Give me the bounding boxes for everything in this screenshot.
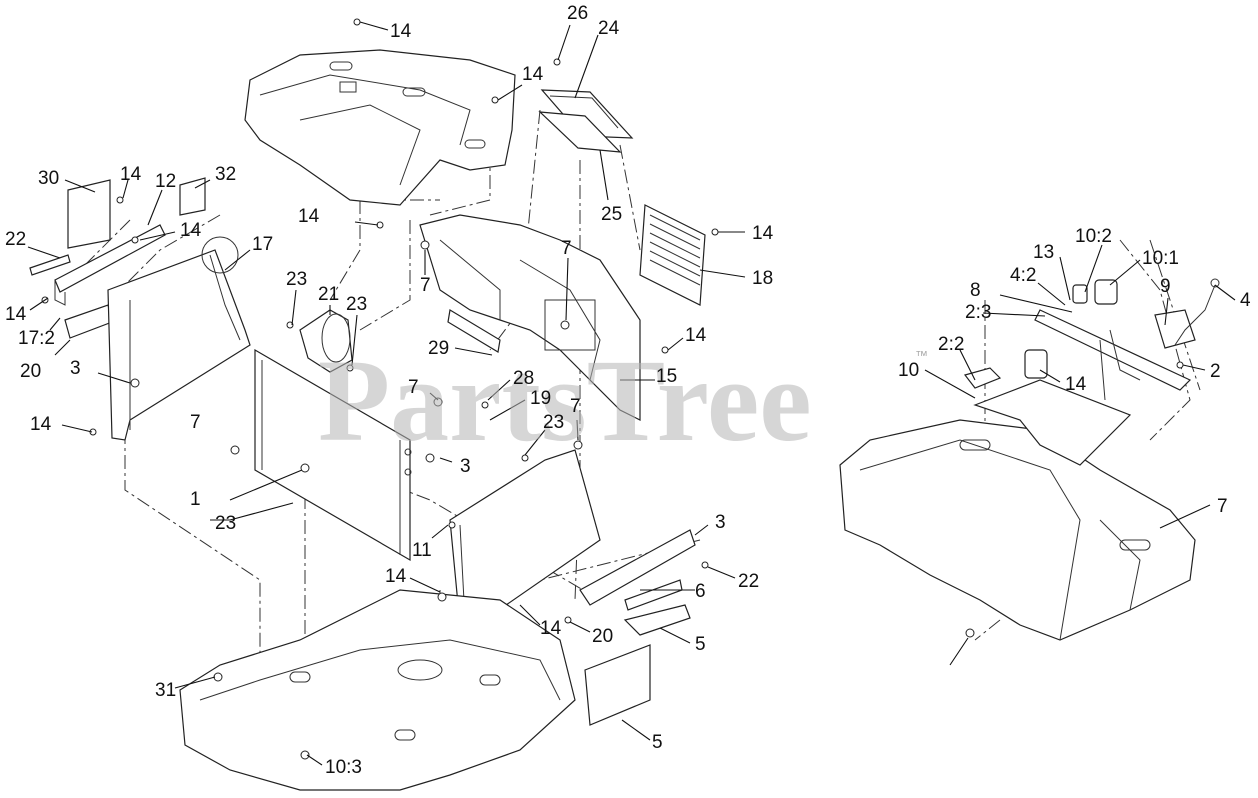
callout-label: 4	[1240, 290, 1251, 311]
callout-label: 7	[561, 238, 572, 259]
callout-label: 31	[155, 680, 176, 701]
part-decal-20-left	[64, 304, 113, 339]
callout-label: 4:2	[1010, 265, 1036, 286]
part-decal-31	[584, 644, 651, 726]
callout-label: 17:2	[18, 328, 55, 349]
callout-label: 7	[420, 275, 431, 296]
callout-label: 13	[1033, 242, 1054, 263]
callout-label: 20	[20, 361, 41, 382]
part-decal-30	[67, 179, 111, 249]
callout-label: 3	[70, 358, 81, 379]
callout-label: 5	[695, 634, 706, 655]
part-rear-panel-1	[254, 348, 411, 562]
callout-label: 23	[215, 513, 236, 534]
callout-label: 32	[215, 164, 236, 185]
callout-labels: 14 26 24 14 30 14 12 32 22 14 17 14 17:2…	[5, 3, 1251, 778]
callout-label: 8	[970, 280, 981, 301]
part-hood-2	[839, 419, 1196, 641]
callout-label: 15	[656, 366, 677, 387]
part-decal-22-right	[624, 579, 683, 611]
callout-label: 11	[412, 540, 432, 561]
callout-label: 14	[752, 223, 774, 244]
part-bracket-19	[447, 309, 501, 353]
callout-label: 10:1	[1142, 248, 1179, 269]
callout-label: 3	[715, 512, 726, 533]
part-switch-13	[1094, 279, 1118, 305]
callout-label: 29	[428, 338, 449, 359]
callout-label: 14	[540, 618, 562, 639]
callout-label: 7	[190, 412, 201, 433]
callout-label: 23	[543, 412, 564, 433]
callout-label: 19	[530, 388, 551, 409]
part-frame	[179, 589, 576, 791]
callout-label: 14	[180, 220, 202, 241]
callout-label: 2:2	[938, 334, 964, 355]
part-cover-8	[1154, 309, 1196, 349]
part-bracket-11	[579, 529, 696, 606]
part-decal-22-left	[29, 254, 71, 276]
callout-label: 23	[346, 294, 367, 315]
part-upper-console-cover	[244, 49, 516, 206]
part-side-panel-17	[107, 249, 251, 441]
callout-label: 14	[1065, 374, 1087, 395]
callout-label: 7	[1217, 496, 1228, 517]
part-decal-32	[179, 177, 206, 216]
part-cable-9	[1174, 284, 1216, 346]
callout-label: 14	[30, 414, 52, 435]
part-decal-20-right	[623, 604, 691, 636]
part-connector-10-3	[1072, 284, 1088, 304]
callout-label: 14	[390, 21, 412, 42]
part-mid-panel-15	[419, 214, 641, 421]
callout-label: 22	[738, 571, 759, 592]
callout-label: 14	[385, 566, 407, 587]
callout-label: 6	[695, 581, 706, 602]
callout-label: 5	[652, 732, 663, 753]
callout-label: 10:2	[1075, 226, 1112, 247]
part-grille-18	[639, 204, 706, 306]
callout-label: 10	[898, 360, 919, 381]
callout-label: 22	[5, 229, 26, 250]
part-harness-4	[1034, 309, 1192, 391]
callout-label: 14	[685, 325, 707, 346]
callout-label: 26	[567, 3, 588, 24]
callout-label: 1	[190, 489, 201, 510]
callout-label: 14	[522, 64, 544, 85]
watermark-trademark: ™	[915, 348, 928, 363]
callout-label: 14	[5, 304, 27, 325]
callout-label: 7	[408, 377, 419, 398]
callout-label: 7	[570, 396, 581, 417]
callout-label: 18	[752, 268, 773, 289]
callout-label: 24	[598, 18, 620, 39]
part-seal-25	[538, 111, 622, 153]
callout-label: 25	[601, 204, 622, 225]
callout-label: 14	[298, 206, 320, 227]
callout-label: 23	[286, 269, 307, 290]
callout-label: 30	[38, 168, 59, 189]
callout-label: 10:3	[325, 757, 362, 778]
parts-line-art	[29, 49, 1220, 791]
part-switch-10	[1024, 349, 1048, 379]
part-decal-2-3	[963, 367, 1002, 389]
callout-label: 28	[513, 368, 534, 389]
part-decal-2-2	[973, 379, 1132, 466]
callout-label: 20	[592, 626, 613, 647]
callout-label: 2	[1210, 361, 1221, 382]
leader-lines	[27, 21, 1236, 766]
callout-label: 14	[120, 164, 142, 185]
callout-label: 9	[1160, 276, 1171, 297]
callout-label: 3	[460, 456, 471, 477]
callout-label: 21	[318, 284, 339, 305]
watermark: PartsTree	[318, 335, 812, 466]
callout-label: 17	[252, 234, 273, 255]
callout-label: 12	[155, 171, 176, 192]
callout-label: 2:3	[965, 302, 991, 323]
